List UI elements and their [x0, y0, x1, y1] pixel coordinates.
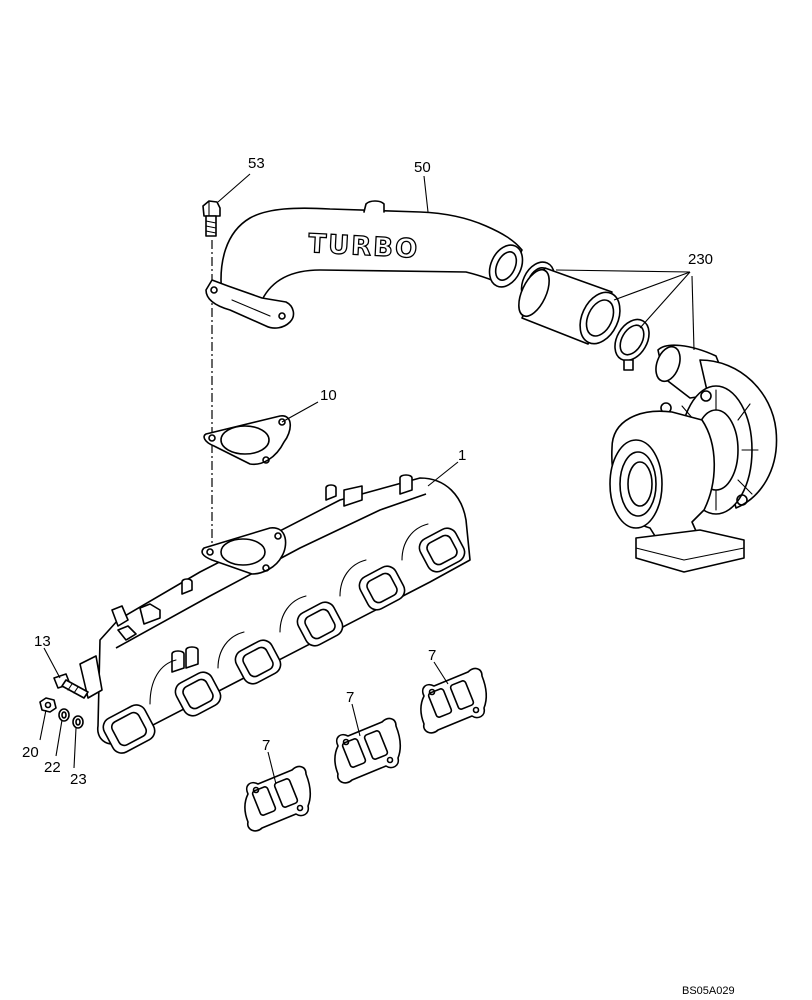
port-gasket-7-right	[420, 667, 487, 734]
callouts: 53 50 230 10 1 13 20 22 23 7 7 7	[22, 155, 713, 788]
callout-13: 13	[34, 633, 51, 650]
pipe-marking-text: TURBO	[308, 229, 420, 265]
callout-7-left: 7	[262, 737, 270, 754]
exhaust-manifold-1	[79, 474, 471, 754]
callout-20: 20	[22, 744, 39, 761]
port-gasket-7-left	[244, 765, 311, 832]
turbocharger	[609, 344, 778, 573]
callout-50: 50	[414, 159, 431, 176]
callout-7-right: 7	[428, 647, 436, 664]
bolt-53	[202, 200, 221, 237]
leader-lines	[39, 173, 695, 785]
callout-22: 22	[44, 759, 61, 776]
manifold-ports	[102, 527, 466, 754]
hose-230	[518, 267, 621, 345]
washer-22	[58, 708, 70, 722]
washer-23	[72, 715, 84, 729]
stud-13	[53, 673, 89, 699]
callout-7-center: 7	[346, 689, 354, 706]
port-gasket-7-center	[334, 717, 401, 784]
figure-reference: BS05A029	[682, 985, 735, 997]
hose-clamp-lower	[614, 318, 650, 371]
callout-23: 23	[70, 771, 87, 788]
turbo-pipe-50: TURBO	[205, 200, 524, 329]
callout-53: 53	[248, 155, 265, 172]
callout-10: 10	[320, 387, 337, 404]
gasket-10	[203, 415, 292, 466]
callout-1: 1	[458, 447, 466, 464]
nut-20	[39, 697, 57, 713]
callout-230: 230	[688, 251, 713, 268]
